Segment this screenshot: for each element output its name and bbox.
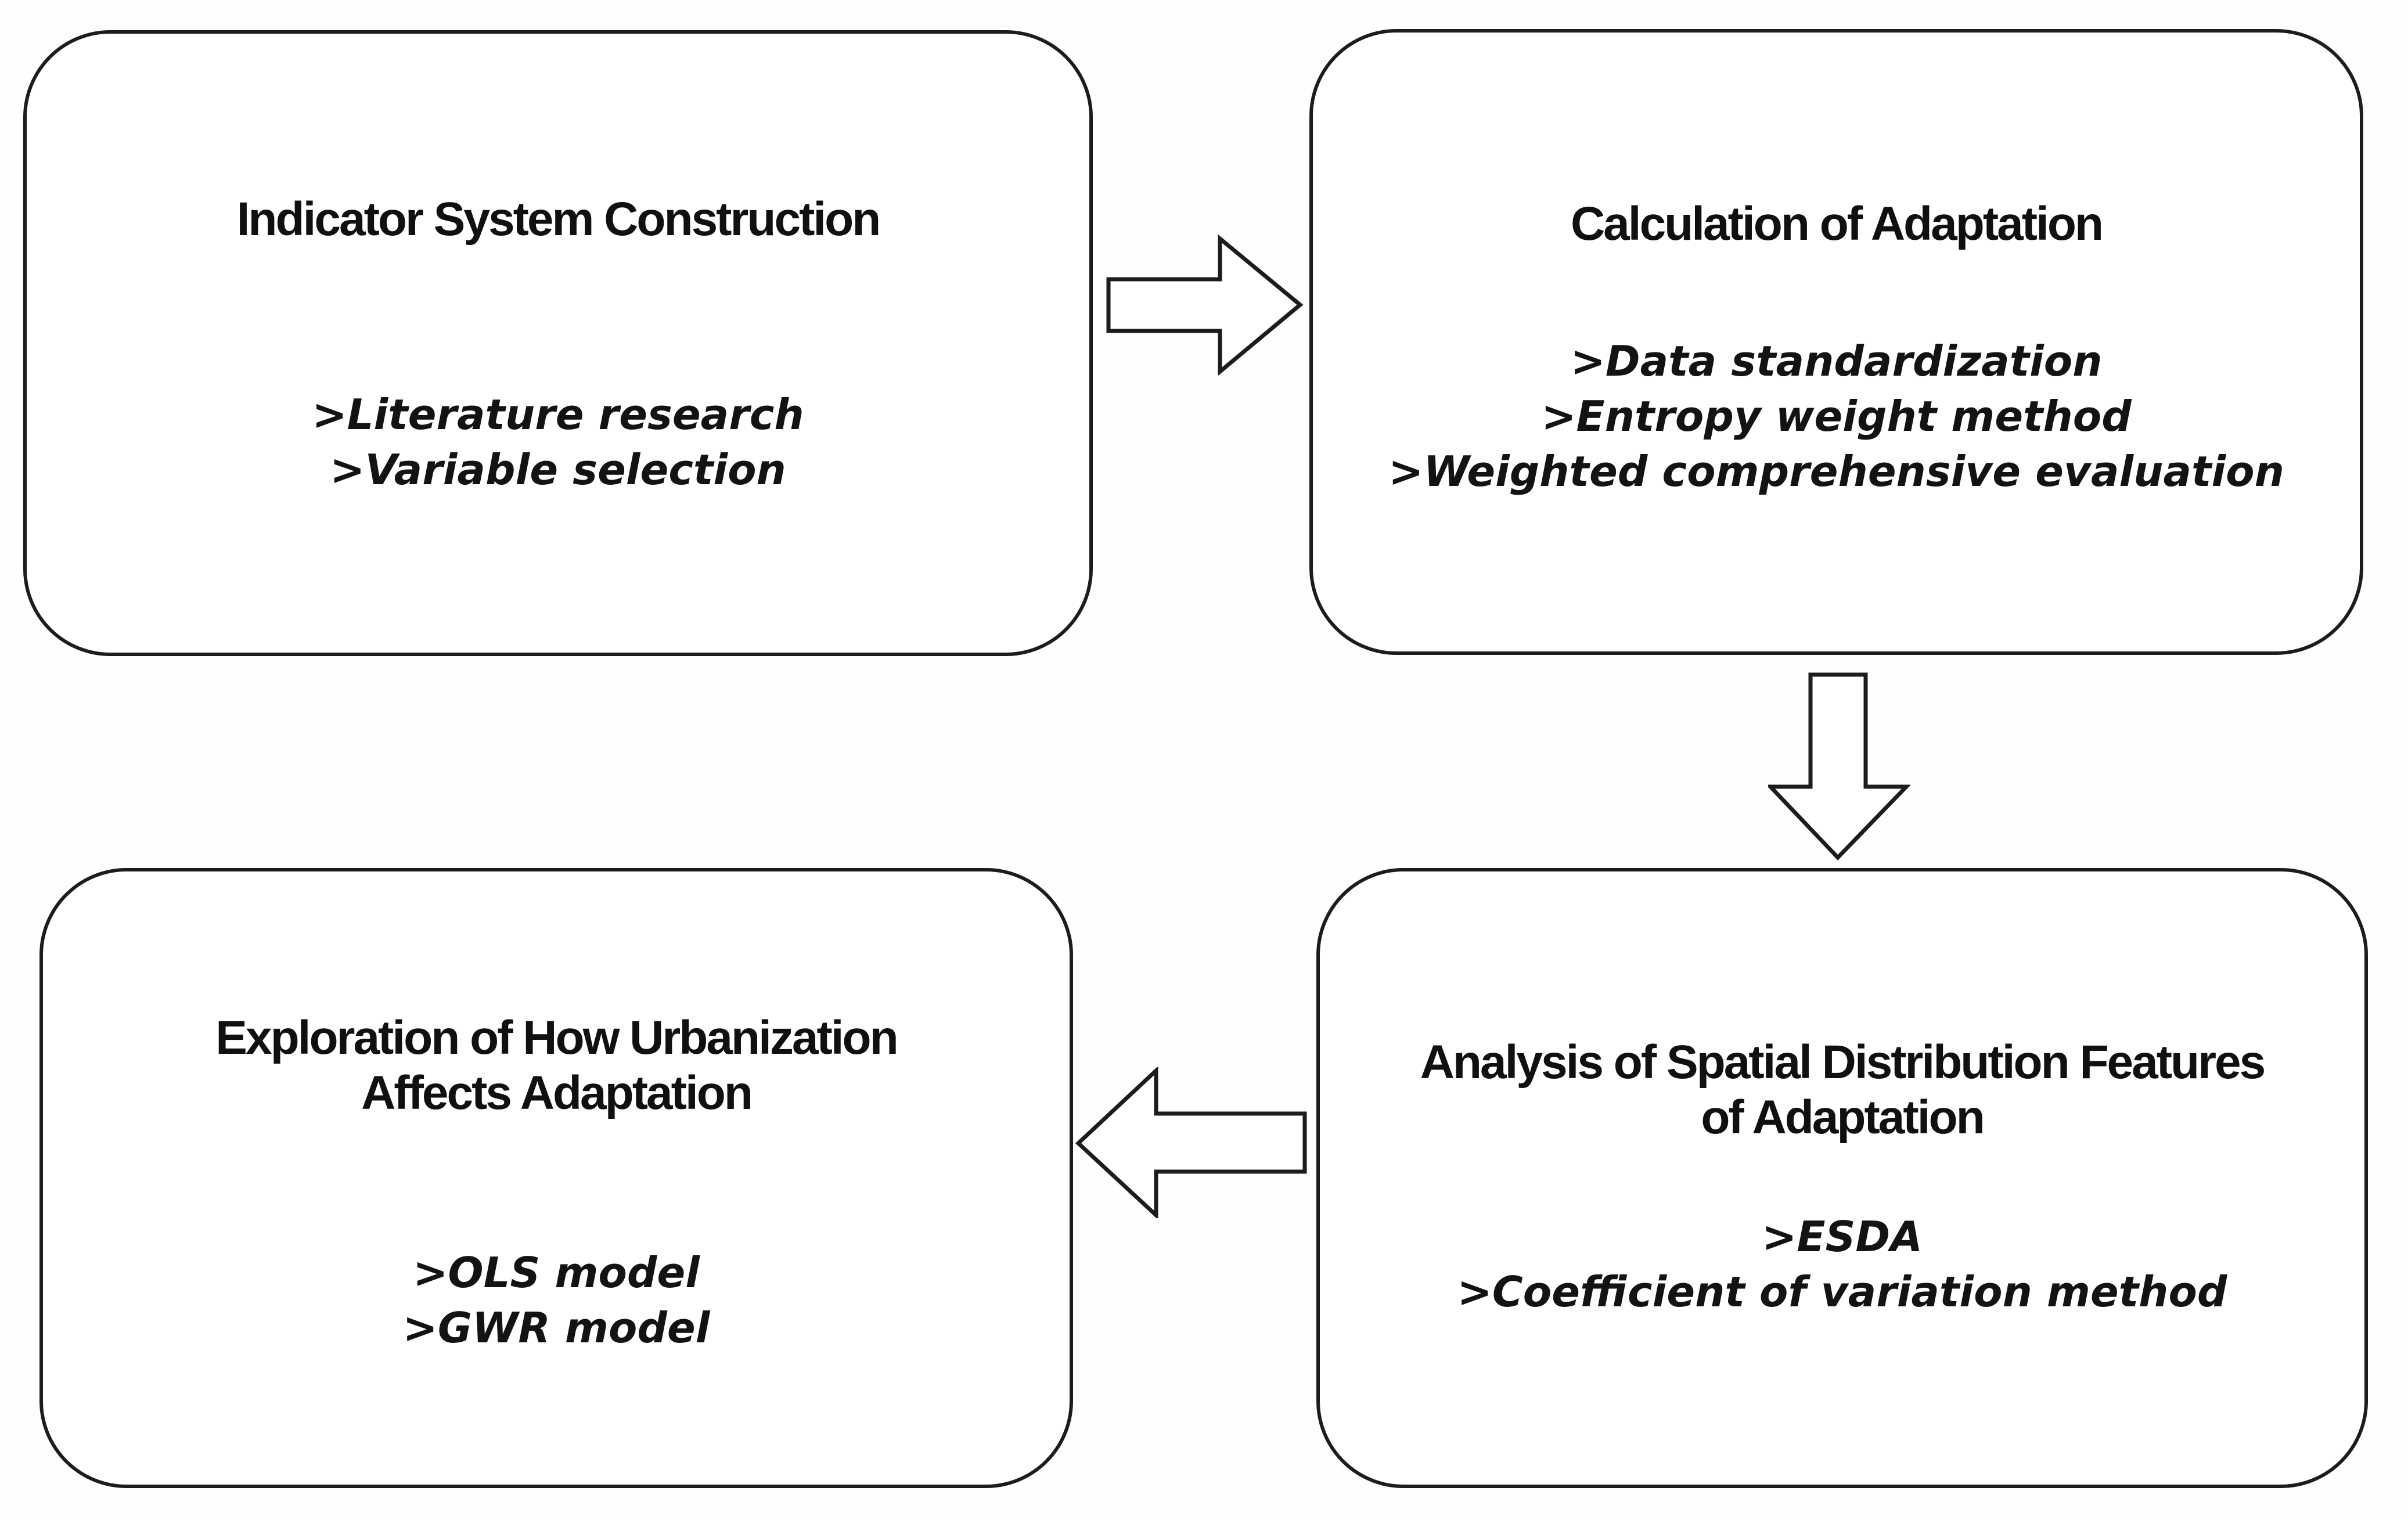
flow-box-exploration-of-how-urbanization: Exploration of How Urbanization Affects …: [39, 868, 1073, 1488]
bullet-item: >Weighted comprehensive evaluation: [1388, 447, 2284, 496]
box-title-line: Analysis of Spatial Distribution Feature…: [1420, 1036, 2266, 1089]
box-title: Calculation of Adaptation: [1313, 196, 2360, 251]
down-arrow-icon: [1768, 672, 1910, 861]
flow-box-calculation-of-adaptation: Calculation of Adaptation >Data standard…: [1309, 29, 2363, 655]
box-bullet-list: >Data standardization >Entropy weight me…: [1313, 334, 2360, 499]
box-bullet-list: >ESDA >Coefficient of variation method: [1320, 1209, 2364, 1320]
box-bullet-list: >OLS model >GWR model: [43, 1245, 1070, 1356]
flow-box-analysis-of-spatial-distribution: Analysis of Spatial Distribution Feature…: [1316, 868, 2368, 1488]
box-title-line: Exploration of How Urbanization: [215, 1011, 898, 1064]
bullet-item: >Entropy weight method: [1541, 392, 2132, 441]
bullet-item: >Literature research: [312, 390, 804, 439]
bullet-item: >GWR model: [402, 1303, 710, 1352]
box-title-line: Affects Adaptation: [361, 1067, 753, 1119]
box-bullet-list: >Literature research >Variable selection: [27, 387, 1089, 498]
flow-box-indicator-system-construction: Indicator System Construction >Literatur…: [23, 30, 1093, 656]
bullet-item: >OLS model: [413, 1248, 700, 1297]
bullet-item: >Variable selection: [330, 445, 786, 494]
right-arrow-icon: [1106, 234, 1304, 376]
bullet-item: >Data standardization: [1570, 337, 2103, 386]
box-title: Indicator System Construction: [27, 192, 1089, 247]
box-title: Exploration of How Urbanization Affects …: [43, 1010, 1070, 1121]
left-arrow-icon: [1075, 1067, 1307, 1218]
bullet-item: >Coefficient of variation method: [1457, 1267, 2227, 1316]
box-title: Analysis of Spatial Distribution Feature…: [1320, 1035, 2364, 1145]
box-title-line: Indicator System Construction: [236, 193, 881, 246]
bullet-item: >ESDA: [1762, 1212, 1923, 1261]
box-title-line: Calculation of Adaptation: [1570, 197, 2104, 250]
box-title-line: of Adaptation: [1701, 1091, 1985, 1144]
